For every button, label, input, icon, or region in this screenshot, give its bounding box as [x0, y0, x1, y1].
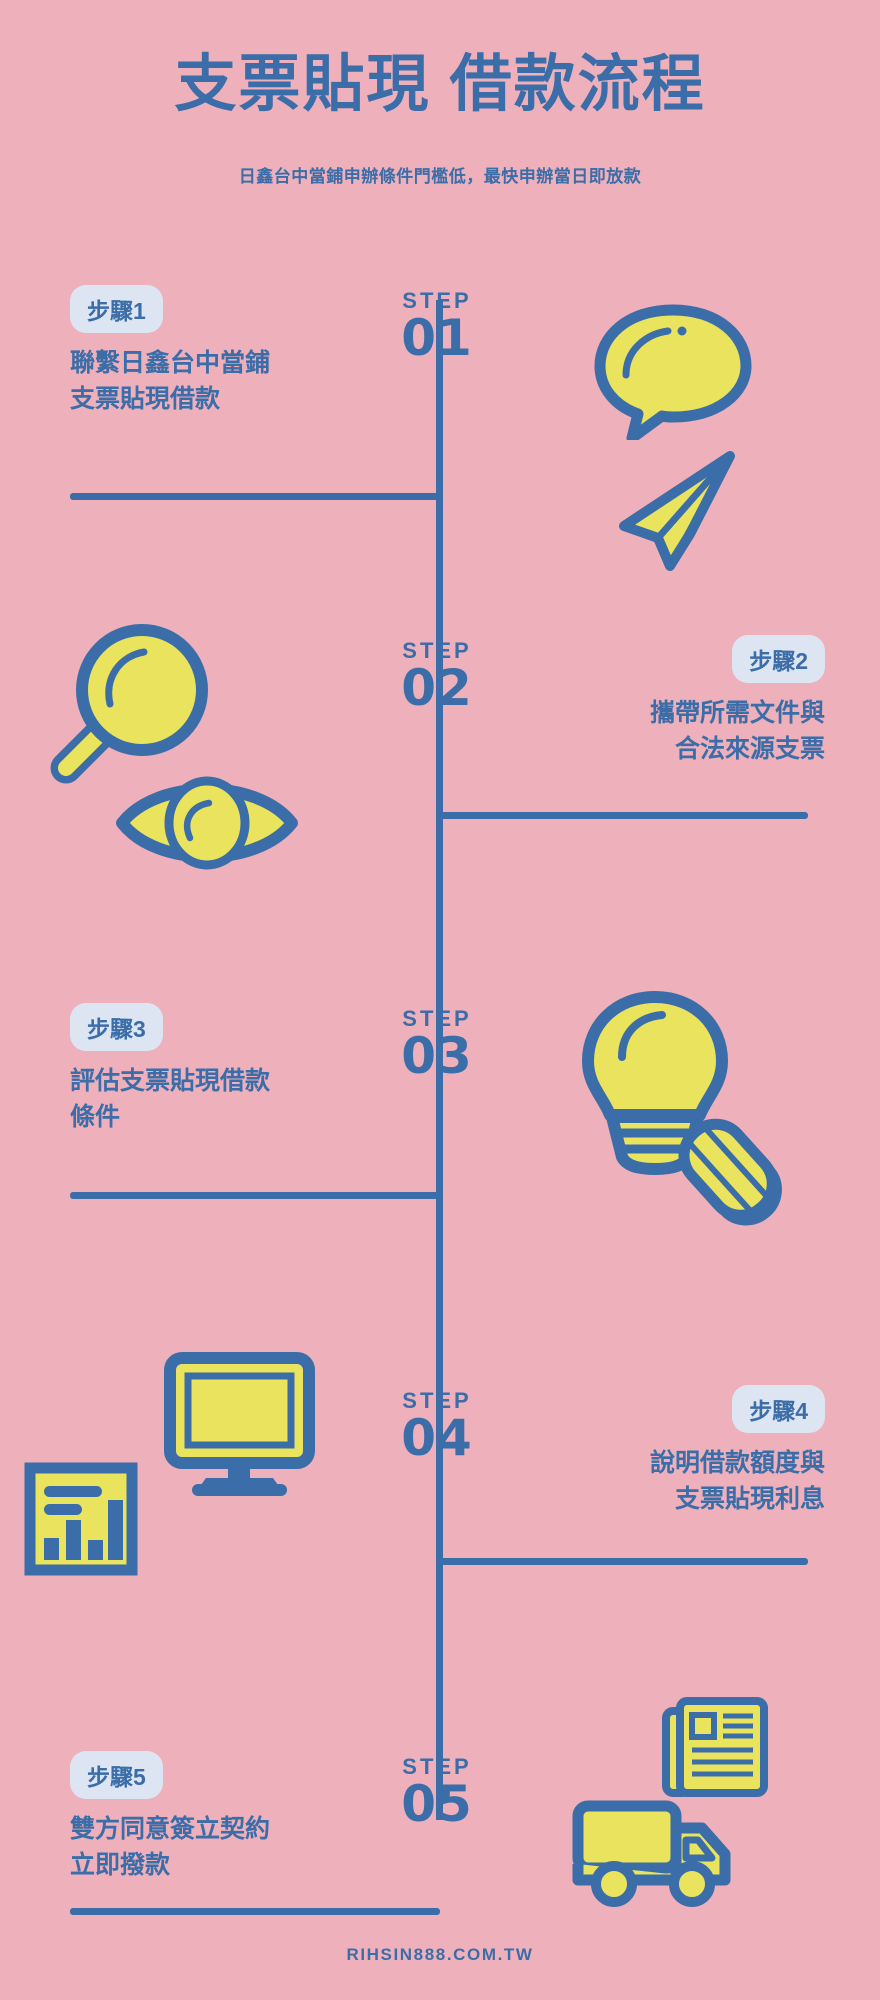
step-word-03: STEP: [402, 1006, 472, 1031]
step-word-02: STEP: [402, 638, 472, 663]
timeline-connector-4: [438, 1558, 808, 1565]
step-text-05: 雙方同意簽立契約 立即撥款: [70, 1815, 271, 1880]
timeline-vertical-line: [436, 300, 443, 1820]
step-text-01: 聯繫日鑫台中當鋪 支票貼現借款: [70, 349, 271, 414]
timeline-connector-5: [70, 1908, 440, 1915]
pencil-icon: [678, 1118, 782, 1226]
timeline-connector-3: [70, 1192, 440, 1199]
step-number-05: STEP 05: [362, 1756, 512, 1831]
newspaper-icon: [662, 1697, 768, 1797]
step-number-03: STEP 03: [362, 1008, 512, 1083]
paper-plane-icon: [619, 451, 735, 571]
step-badge-03: 步驟3: [70, 1003, 163, 1051]
timeline-connector-1: [70, 493, 440, 500]
step-digits-05: 05: [401, 1775, 473, 1833]
step-badge-01: 步驟1: [70, 285, 163, 333]
step-badge-02: 步驟2: [732, 635, 825, 683]
step-text-03: 評估支票貼現借款 條件: [70, 1067, 271, 1132]
step-text-04: 說明借款額度與 支票貼現利息: [649, 1449, 825, 1514]
step-number-04: STEP 04: [362, 1390, 512, 1465]
step-word-01: STEP: [402, 288, 472, 313]
step-badge-04: 步驟4: [732, 1385, 825, 1433]
step-text-02: 攜帶所需文件與 合法來源支票: [649, 699, 825, 764]
page-title: 支票貼現 借款流程: [174, 50, 706, 119]
step-word-05: STEP: [402, 1754, 472, 1779]
eye-icon: [116, 776, 298, 870]
step-number-01: STEP 01: [362, 290, 512, 365]
step-number-02: STEP 02: [362, 640, 512, 715]
delivery-truck-icon: [572, 1800, 731, 1907]
timeline-connector-2: [438, 812, 808, 819]
step-digits-02: 02: [401, 659, 473, 717]
lightbulb-icon: [582, 991, 728, 1175]
monitor-icon: [164, 1352, 315, 1496]
speech-bubble-icon: [594, 304, 752, 440]
step-digits-04: 04: [401, 1409, 473, 1467]
page-subtitle: 日鑫台中當鋪申辦條件門檻低，最快申辦當日即放款: [238, 167, 642, 186]
step-badge-04-label: 步驟4: [749, 1398, 808, 1424]
step-badge-05: 步驟5: [70, 1751, 163, 1799]
step-word-04: STEP: [402, 1388, 472, 1413]
magnifier-icon: [50, 624, 208, 784]
bar-chart-report-icon: [24, 1462, 138, 1576]
step-digits-01: 01: [401, 309, 473, 367]
step-badge-02-label: 步驟2: [749, 648, 808, 674]
footer-website: RIHSIN888.COM.TW: [346, 1945, 534, 1964]
step-digits-03: 03: [401, 1027, 473, 1085]
